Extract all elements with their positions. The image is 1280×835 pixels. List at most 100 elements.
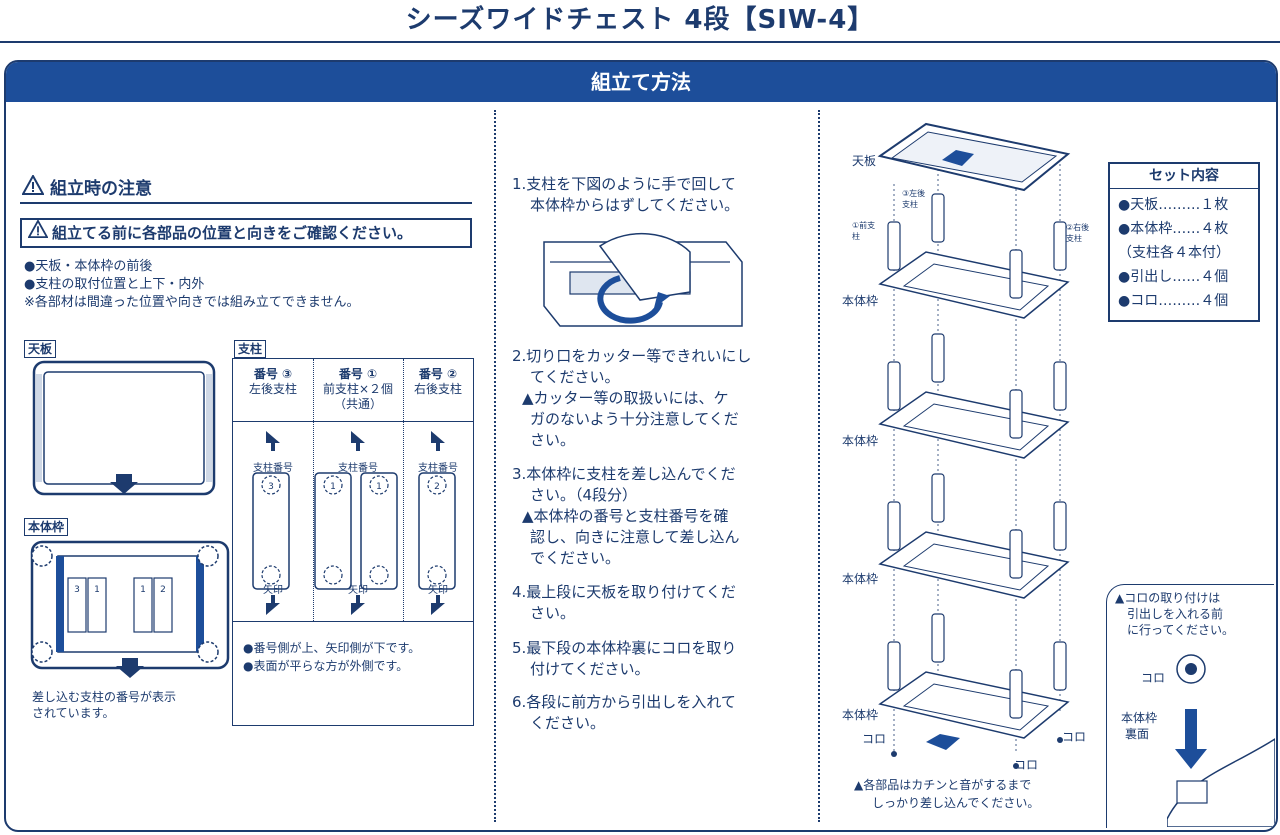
- koro-note: 引出しを入れる前: [1127, 607, 1224, 621]
- post-col-3: 番号 ③ 左後支柱: [233, 367, 313, 397]
- arrow-label: 矢印: [348, 585, 368, 596]
- posts-diagram: 3 1 1 2: [233, 429, 473, 623]
- shichu-panel: 番号 ③ 左後支柱 番号 ① 前支柱×２個 （共通） 番号 ② 右後支柱: [232, 358, 474, 726]
- arrow-label: 矢印: [428, 585, 448, 596]
- set-item: ●コロ………４個: [1118, 293, 1229, 309]
- title-rule: [0, 41, 1280, 43]
- caution-bullet: ●天板・本体枠の前後: [24, 259, 153, 274]
- label-koro: コロ: [1062, 730, 1087, 744]
- footer-rule: [233, 621, 473, 622]
- col-divider: [403, 359, 404, 621]
- header-rule: [233, 421, 473, 422]
- warning-icon: [27, 219, 49, 246]
- set-contents-box: セット内容 ●天板………１枚 ●本体枠……４枚 （支柱各４本付） ●引出し……４…: [1108, 162, 1260, 322]
- post-num: 番号 ③: [253, 367, 293, 381]
- label-right-post: ②右後支柱: [1066, 223, 1090, 243]
- post-num: 番号 ①: [338, 367, 378, 381]
- koro-detail: ▲コロの取り付けは 引出しを入れる前 に行ってください。 コロ 本体枠 裏面: [1106, 584, 1276, 830]
- svg-text:1: 1: [330, 482, 336, 492]
- label-honitai: 本体枠: [842, 708, 879, 722]
- num-label: 支柱番号: [253, 463, 293, 474]
- set-item: ●天板………１枚: [1118, 197, 1229, 213]
- label-koro: コロ: [862, 732, 887, 746]
- tenban-tag: 天板: [24, 340, 57, 358]
- step-4: 4.最上段に天板を取り付けてくだ さい。: [512, 582, 736, 624]
- label-honitai: 本体枠: [842, 294, 879, 308]
- step-note: さい。: [530, 431, 576, 449]
- step-note: ガのないよう十分注意してくだ: [530, 410, 739, 428]
- step-note: ▲本体枠の番号と支柱番号を確: [522, 507, 729, 525]
- assembly-diagram: [834, 114, 1084, 778]
- step-text: 6.各段に前方から引出しを入れて: [512, 693, 736, 711]
- post-col-2: 番号 ② 右後支柱: [403, 367, 473, 397]
- post-desc: 前支柱×２個: [322, 382, 394, 396]
- step-6: 6.各段に前方から引出しを入れて ください。: [512, 692, 736, 734]
- svg-text:3: 3: [268, 482, 274, 492]
- arrow-label: 矢印: [263, 585, 283, 596]
- koro-label: コロ: [1141, 671, 1166, 685]
- shichu-bullet: ●表面が平らな方が外側です。: [243, 659, 409, 673]
- label-left-post: ③左後支柱: [902, 189, 926, 209]
- warning-icon: [21, 173, 45, 199]
- svg-text:2: 2: [434, 482, 440, 492]
- heading-rule: [20, 202, 472, 204]
- caution-note: ※各部材は間違った位置や向きでは組み立てできません。: [24, 295, 360, 310]
- label-koro: コロ: [1014, 758, 1039, 772]
- post-desc: 左後支柱: [248, 382, 297, 396]
- num-label: 支柱番号: [338, 463, 378, 474]
- svg-text:1: 1: [376, 482, 382, 492]
- column-divider: [494, 110, 496, 822]
- post-col-1: 番号 ① 前支柱×２個 （共通）: [313, 367, 403, 412]
- honitai-tag: 本体枠: [24, 518, 69, 536]
- caution-box: 組立てる前に各部品の位置と向きをご確認ください。: [20, 218, 472, 248]
- shichu-bullet: ●番号側が上、矢印側が下です。: [243, 641, 421, 655]
- tenban-diagram: [32, 360, 216, 504]
- step-3: 3.本体枠に支柱を差し込んでくだ さい。（4段分） ▲本体枠の番号と支柱番号を確…: [512, 464, 740, 569]
- step-text: さい。（4段分）: [530, 486, 638, 504]
- step-text: ください。: [530, 714, 606, 732]
- label-tenban: 天板: [852, 154, 877, 168]
- col-divider: [313, 359, 314, 621]
- post-desc: 右後支柱: [413, 382, 462, 396]
- label-front-post: ①前支柱: [852, 221, 876, 241]
- koro-frame-label: 裏面: [1125, 727, 1150, 741]
- step-1: 1.支柱を下図のように手で回して 本体枠からはずしてください。: [512, 174, 739, 216]
- page-title: シーズワイドチェスト 4段【SIW-4】: [405, 5, 875, 35]
- step-text: 付けてください。: [530, 660, 650, 678]
- frame-note-2: されています。: [32, 706, 115, 720]
- label-honitai: 本体枠: [842, 434, 879, 448]
- post-num: 番号 ②: [418, 367, 458, 381]
- shichu-tag: 支柱: [234, 340, 267, 358]
- svg-text:2: 2: [160, 585, 166, 595]
- caution-box-text: 組立てる前に各部品の位置と向きをご確認ください。: [52, 224, 413, 242]
- step-text: 3.本体枠に支柱を差し込んでくだ: [512, 465, 736, 483]
- koro-illustration: [1166, 649, 1276, 830]
- set-item: ●本体枠……４枚: [1118, 221, 1229, 237]
- step-text: てください。: [530, 368, 620, 386]
- step-text: さい。: [530, 604, 576, 622]
- set-title: セット内容: [1110, 164, 1258, 189]
- koro-frame-label: 本体枠: [1121, 711, 1158, 725]
- bottom-note: ▲各部品はカチンと音がするまで: [854, 778, 1032, 792]
- step-2: 2.切り口をカッター等できれいにし てください。 ▲カッター等の取扱いには、ケ …: [512, 346, 751, 451]
- step-note: ▲カッター等の取扱いには、ケ: [522, 389, 729, 407]
- svg-text:1: 1: [140, 585, 146, 595]
- caution-heading: 組立時の注意: [21, 173, 152, 199]
- post-desc-sub: （共通）: [333, 397, 382, 411]
- step-text: 5.最下段の本体枠裏にコロを取り: [512, 639, 737, 657]
- section-banner: 組立て方法: [6, 62, 1276, 102]
- set-item: ●引出し……４個: [1118, 269, 1229, 285]
- post-removal-illustration: [540, 222, 746, 344]
- koro-note: ▲コロの取り付けは: [1115, 591, 1221, 605]
- num-label: 支柱番号: [418, 463, 458, 474]
- set-item: （支柱各４本付）: [1118, 245, 1230, 261]
- step-text: 2.切り口をカッター等できれいにし: [512, 347, 752, 365]
- step-note: 認し、向きに注意して差し込ん: [530, 528, 740, 546]
- step-note: でください。: [530, 549, 621, 567]
- step-text: 1.支柱を下図のように手で回して: [512, 175, 736, 193]
- bottom-note: しっかり差し込んでください。: [872, 796, 1040, 810]
- step-text: 4.最上段に天板を取り付けてくだ: [512, 583, 736, 601]
- caution-bullet: ●支柱の取付位置と上下・内外: [24, 277, 205, 292]
- caution-heading-text: 組立時の注意: [50, 179, 152, 199]
